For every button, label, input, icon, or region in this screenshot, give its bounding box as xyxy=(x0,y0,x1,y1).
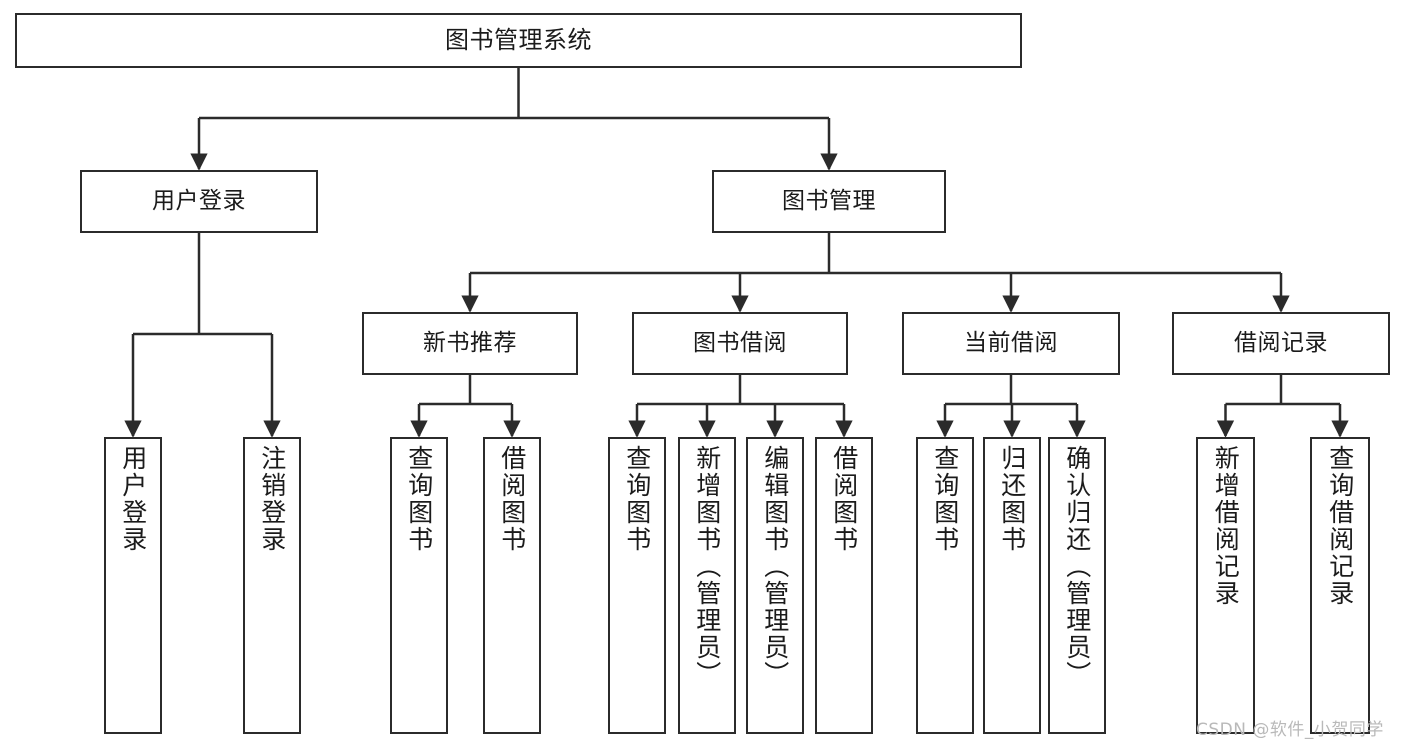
node-leaf-borrow-book-rec[interactable]: 借阅图书 xyxy=(483,437,541,734)
node-book-manage[interactable]: 图书管理 xyxy=(712,170,946,233)
node-leaf-add-book-admin[interactable]: 新增图书（管理员） xyxy=(678,437,736,734)
node-leaf-return-book[interactable]: 归还图书 xyxy=(983,437,1041,734)
node-leaf-edit-book-admin-label: 编辑图书（管理员） xyxy=(760,445,790,688)
node-book-borrow[interactable]: 图书借阅 xyxy=(632,312,848,375)
node-borrow-record-label: 借阅记录 xyxy=(1234,330,1328,357)
node-leaf-query-book-rec[interactable]: 查询图书 xyxy=(390,437,448,734)
node-borrow-record[interactable]: 借阅记录 xyxy=(1172,312,1390,375)
node-leaf-query-book-borrow[interactable]: 查询图书 xyxy=(608,437,666,734)
node-user-login[interactable]: 用户登录 xyxy=(80,170,318,233)
node-root-label: 图书管理系统 xyxy=(445,25,592,54)
node-leaf-query-book-rec-label: 查询图书 xyxy=(404,445,434,553)
node-new-book-recommend[interactable]: 新书推荐 xyxy=(362,312,578,375)
node-leaf-query-borrow-record-label: 查询借阅记录 xyxy=(1325,445,1355,607)
node-book-borrow-label: 图书借阅 xyxy=(693,330,787,357)
node-leaf-borrow-book[interactable]: 借阅图书 xyxy=(815,437,873,734)
node-leaf-add-book-admin-label: 新增图书（管理员） xyxy=(692,445,722,688)
node-leaf-user-logout[interactable]: 注销登录 xyxy=(243,437,301,734)
node-leaf-query-book-current[interactable]: 查询图书 xyxy=(916,437,974,734)
node-leaf-user-logout-label: 注销登录 xyxy=(257,445,287,553)
node-leaf-confirm-return-admin[interactable]: 确认归还（管理员） xyxy=(1048,437,1106,734)
node-user-login-label: 用户登录 xyxy=(152,188,246,215)
node-leaf-user-login-label: 用户登录 xyxy=(118,445,148,553)
node-leaf-query-book-borrow-label: 查询图书 xyxy=(622,445,652,553)
node-new-book-recommend-label: 新书推荐 xyxy=(423,330,517,357)
node-leaf-add-borrow-record-label: 新增借阅记录 xyxy=(1211,445,1241,607)
node-book-manage-label: 图书管理 xyxy=(782,188,876,215)
node-leaf-user-login[interactable]: 用户登录 xyxy=(104,437,162,734)
node-leaf-return-book-label: 归还图书 xyxy=(997,445,1027,553)
node-leaf-query-book-current-label: 查询图书 xyxy=(930,445,960,553)
node-leaf-borrow-book-label: 借阅图书 xyxy=(829,445,859,553)
node-leaf-add-borrow-record[interactable]: 新增借阅记录 xyxy=(1196,437,1255,734)
node-leaf-edit-book-admin[interactable]: 编辑图书（管理员） xyxy=(746,437,804,734)
node-leaf-confirm-return-admin-label: 确认归还（管理员） xyxy=(1062,445,1092,688)
csdn-watermark: CSDN @软件_小贺同学 xyxy=(1196,720,1384,740)
node-leaf-borrow-book-rec-label: 借阅图书 xyxy=(497,445,527,553)
node-root[interactable]: 图书管理系统 xyxy=(15,13,1022,68)
node-current-borrow-label: 当前借阅 xyxy=(964,330,1058,357)
node-leaf-query-borrow-record[interactable]: 查询借阅记录 xyxy=(1310,437,1370,734)
node-current-borrow[interactable]: 当前借阅 xyxy=(902,312,1120,375)
